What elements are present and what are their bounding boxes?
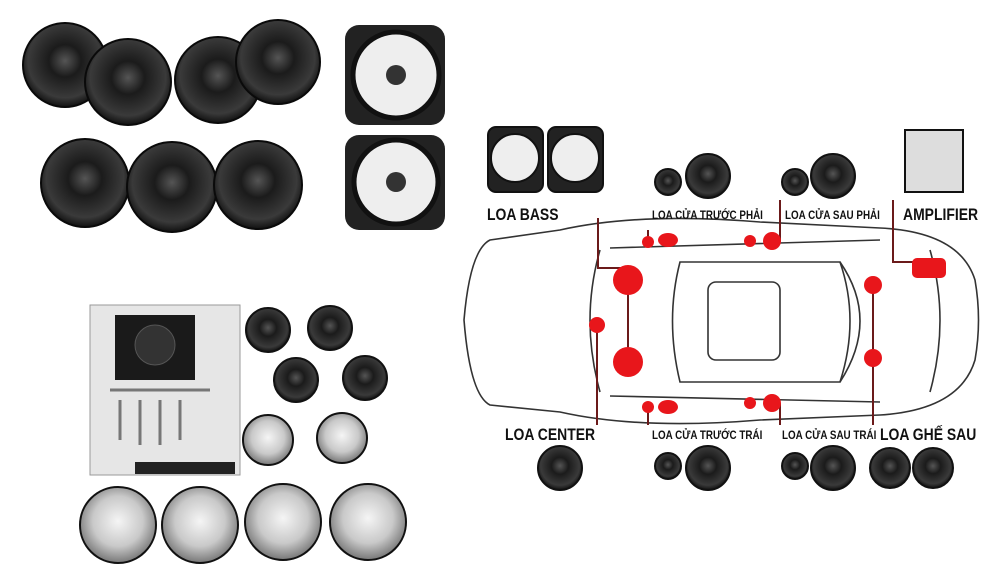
tweeter-set [79,305,407,564]
label-speaker-images [487,126,964,491]
marker-center [589,317,605,333]
label-front-right: LOA CỬA TRƯỚC PHẢI [652,208,763,222]
amplifier-unit [89,304,241,476]
marker-front-right-tweeter [642,236,654,248]
marker-bass-left [613,347,643,377]
marker-amplifier [912,258,946,278]
label-rear-left: LOA CỬA SAU TRÁI [782,428,877,442]
label-front-left: LOA CỬA TRƯỚC TRÁI [652,428,763,442]
marker-rear-seat-right [864,276,882,294]
marker-rear-left [763,394,781,412]
speaker-markers [589,232,946,414]
label-amplifier: AMPLIFIER [903,205,979,224]
marker-bass-right [613,265,643,295]
label-center: LOA CENTER [505,425,596,444]
label-bass: LOA BASS [487,205,559,224]
marker-rear-right-tweeter [744,235,756,247]
marker-front-right [658,233,678,247]
bass-speaker-set [345,25,445,230]
marker-front-left-tweeter [642,401,654,413]
marker-rear-right [763,232,781,250]
marker-rear-seat-left [864,349,882,367]
midrange-speaker-set [22,19,321,233]
label-rear-right: LOA CỬA SAU PHẢI [785,208,880,222]
connector-lines [596,200,928,425]
label-rear-seat: LOA GHẾ SAU [880,425,977,444]
marker-front-left [658,400,678,414]
car-outline [463,217,980,425]
marker-rear-left-tweeter [744,397,756,409]
